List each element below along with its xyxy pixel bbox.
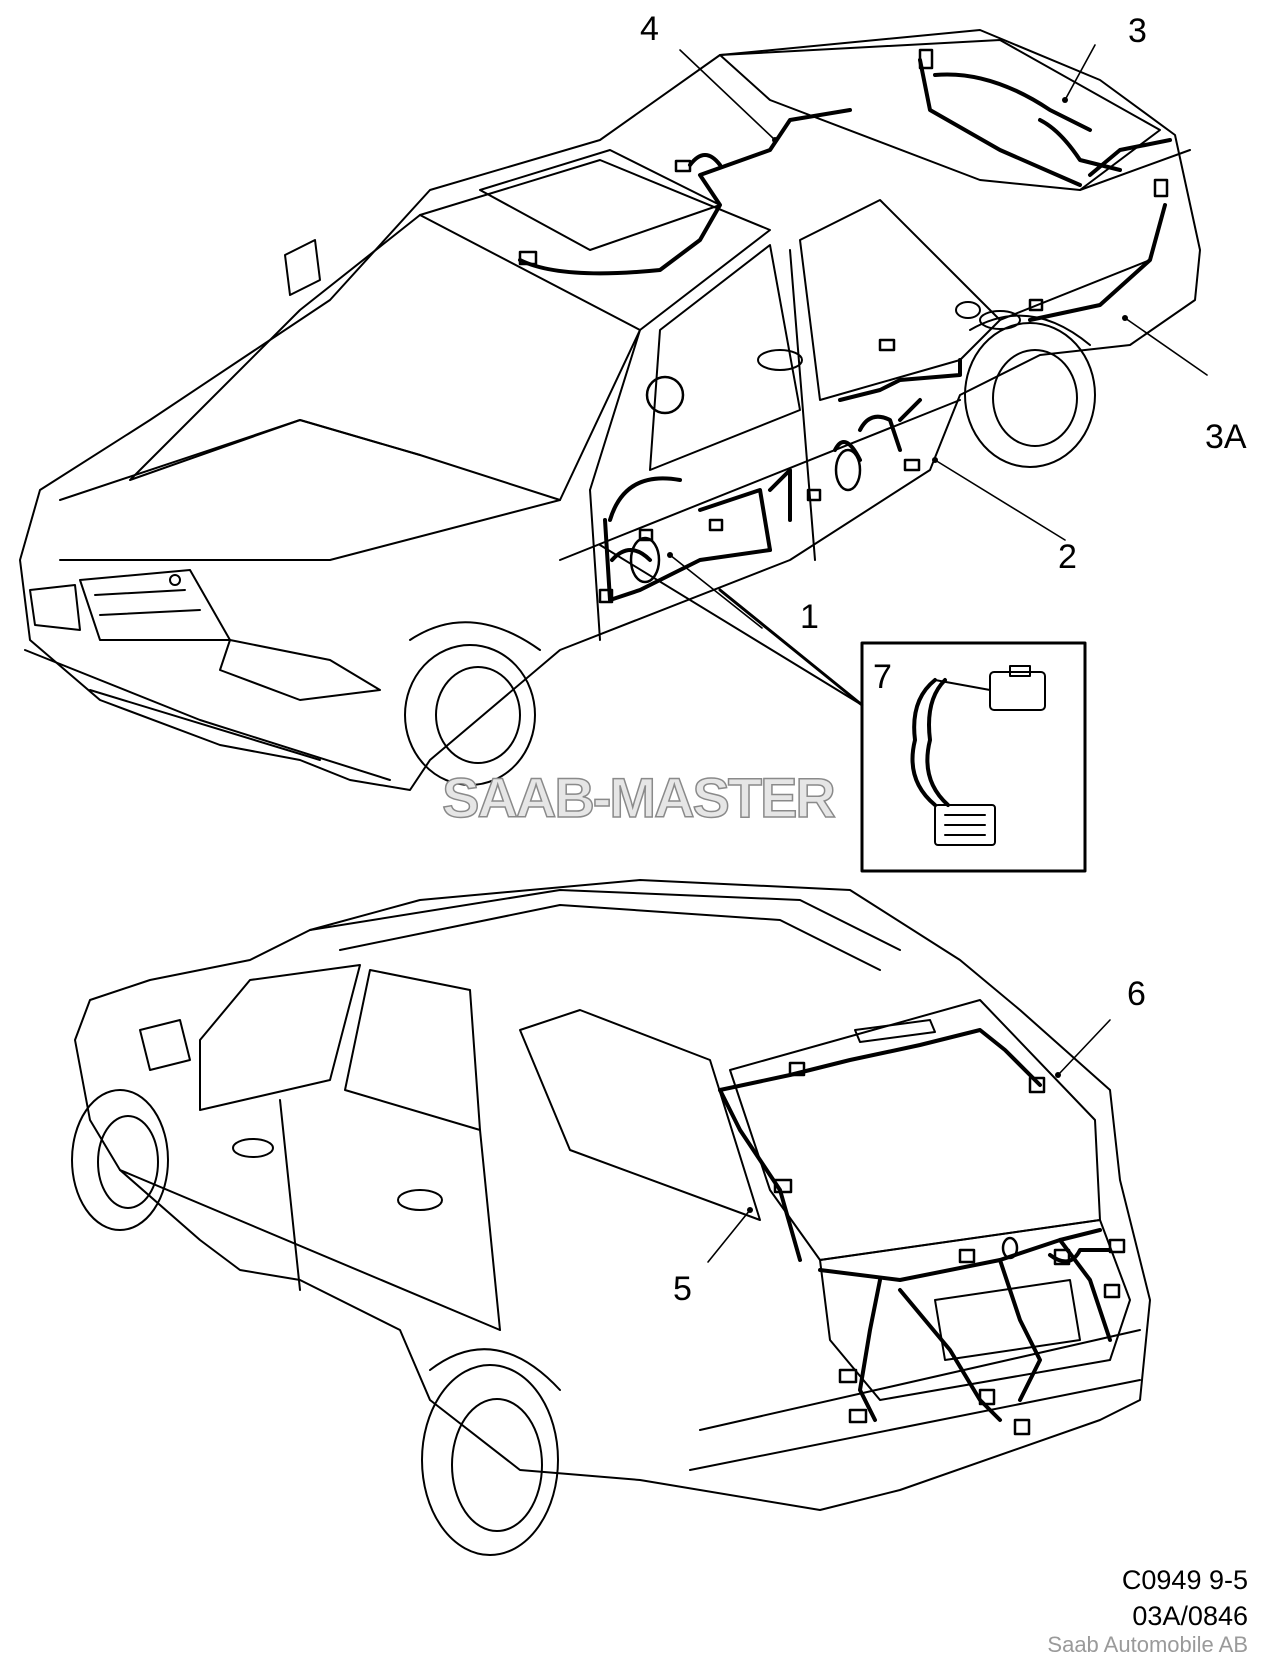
callout-label-3: 3 — [1128, 12, 1147, 50]
company-credit: Saab Automobile AB — [1047, 1632, 1248, 1657]
figure-reference-code: C0949 9-5 — [1121, 1565, 1248, 1595]
sedan-illustration — [19, 29, 1201, 791]
callout-label-5: 5 — [673, 1270, 692, 1308]
watermark: SAAB-MASTER — [442, 766, 835, 829]
callout-label-4: 4 — [640, 10, 659, 48]
document-reference: 03A/0846 — [1132, 1601, 1248, 1631]
wagon-connectors — [773, 1061, 1126, 1436]
connector-detail-inset — [599, 544, 1087, 873]
sedan-connectors — [518, 48, 1169, 604]
callout-label-7: 7 — [873, 658, 892, 696]
callout-dots — [667, 97, 1128, 1213]
sedan-wiring-harnesses — [518, 58, 1172, 602]
wagon-wiring-harnesses — [718, 1028, 1112, 1422]
callout-label-3a: 3A — [1205, 418, 1247, 456]
wagon-illustration — [71, 879, 1151, 1556]
callout-label-2: 2 — [1058, 538, 1077, 576]
callout-leaders — [669, 44, 1208, 1263]
callout-label-1: 1 — [800, 598, 819, 636]
callout-label-6: 6 — [1127, 975, 1146, 1013]
